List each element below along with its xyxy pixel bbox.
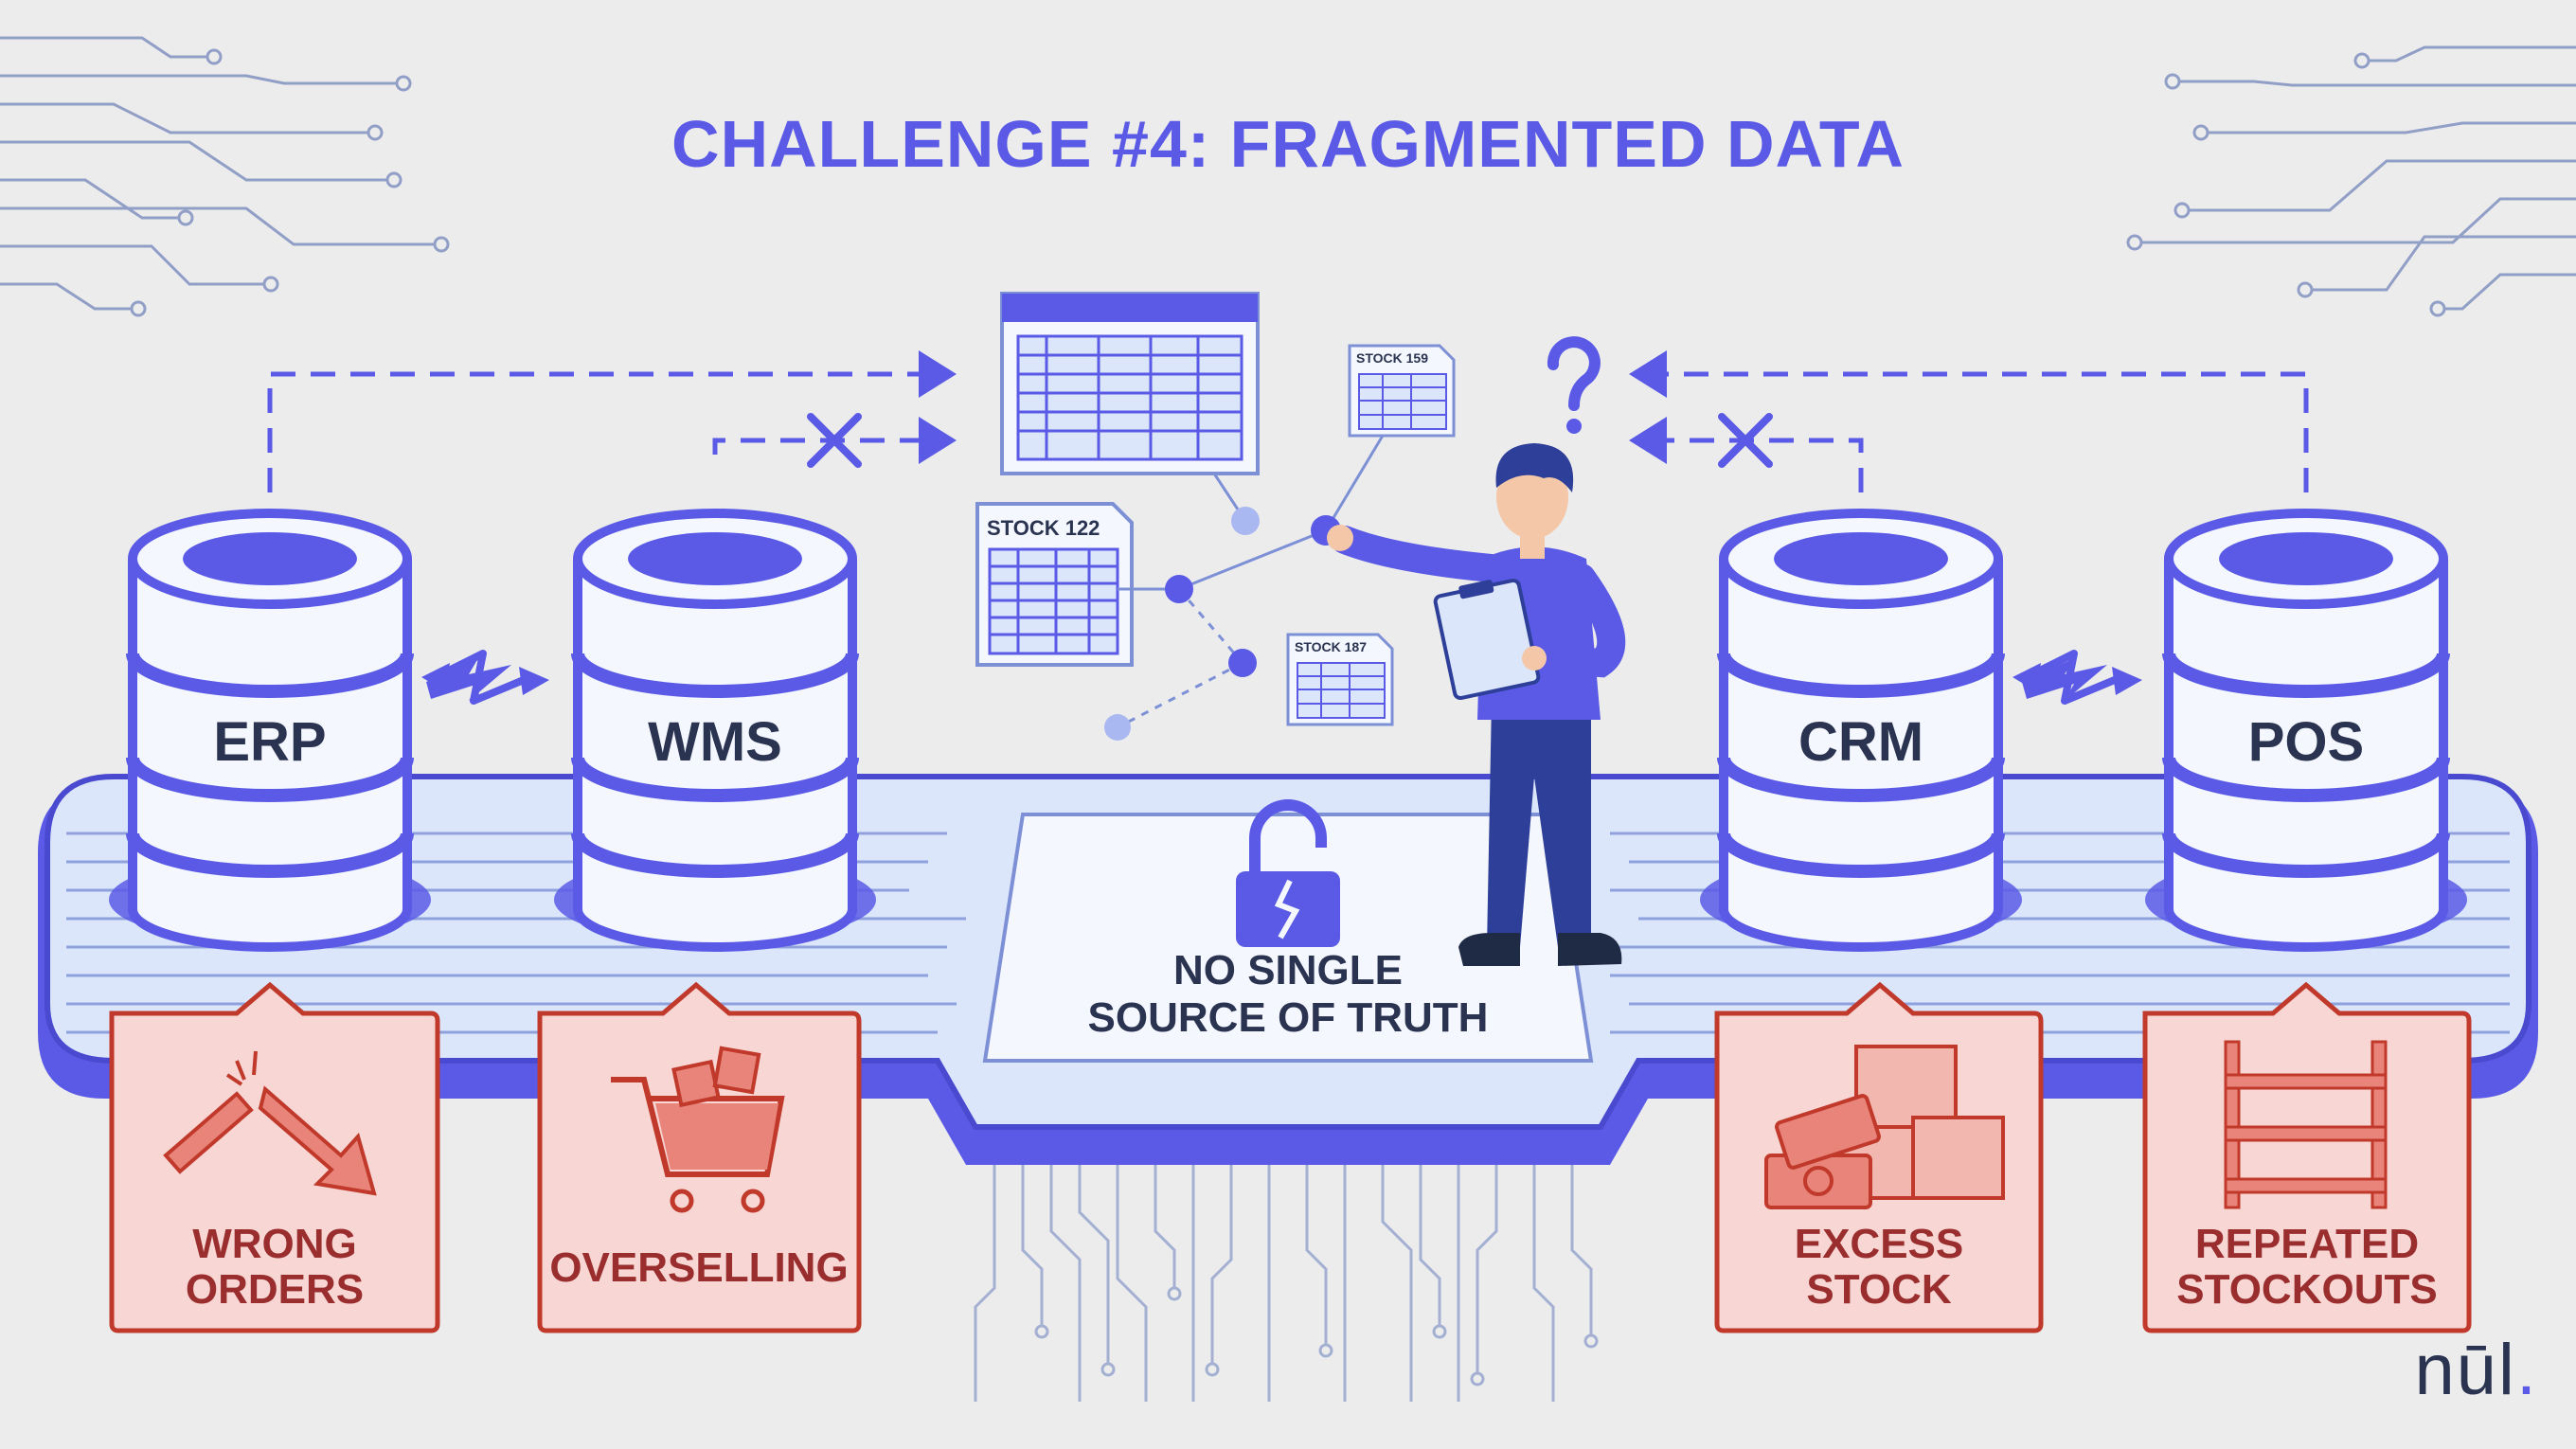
brand-name: nūl <box>2414 1330 2516 1410</box>
lightning-zigzag <box>434 650 2123 705</box>
repeated-stockouts-label: REPEATED STOCKOUTS <box>2146 1222 2468 1313</box>
repeated-stockouts-line-1: REPEATED <box>2194 1221 2420 1267</box>
center-line-1: NO SINGLE <box>1172 947 1404 993</box>
stock-sheet-b-label: STOCK 159 <box>1356 350 1428 366</box>
excess-stock-label: EXCESS STOCK <box>1718 1222 2040 1313</box>
center-line-2: SOURCE OF TRUTH <box>1087 994 1489 1041</box>
stock-sheet-b <box>1348 344 1456 438</box>
broken-link-x-icon <box>807 413 1773 468</box>
broken-lock-icon <box>1236 799 1340 947</box>
lightning-arrow-icon <box>426 658 2107 701</box>
question-mark-icon <box>1547 336 1601 434</box>
database-crm <box>1717 509 2005 952</box>
repeated-stockouts-line-2: STOCKOUTS <box>2176 1266 2438 1313</box>
spreadsheet-icon <box>1000 292 1260 475</box>
overselling-line-1: OVERSELLING <box>549 1244 849 1291</box>
circuit-decoration-bottom <box>974 1155 1599 1402</box>
brand-dot: . <box>2515 1330 2538 1410</box>
person-analyst <box>1327 443 1626 966</box>
overselling-label: OVERSELLING <box>538 1245 860 1291</box>
circuit-decoration-right <box>2126 45 2576 317</box>
database-wms <box>571 509 859 952</box>
wms-label: WMS <box>648 711 782 773</box>
page-title: CHALLENGE #4: FRAGMENTED DATA <box>671 107 1905 181</box>
problem-box-excess-stock <box>1714 981 2044 1333</box>
wrong-orders-line-1: WRONG <box>192 1221 357 1267</box>
database-pos <box>2162 509 2450 952</box>
stock-sheet-a-label: STOCK 122 <box>987 516 1100 540</box>
erp-label: ERP <box>213 711 327 773</box>
connection-lines <box>267 350 2309 492</box>
excess-stock-line-2: STOCK <box>1806 1266 1952 1313</box>
database-erp <box>126 509 414 952</box>
wrong-orders-line-2: ORDERS <box>185 1266 365 1313</box>
problem-box-repeated-stockouts <box>2142 981 2472 1333</box>
circuit-decoration-left <box>0 36 450 317</box>
problem-box-overselling <box>537 981 862 1333</box>
no-single-source-label: NO SINGLE SOURCE OF TRUTH <box>1004 947 1572 1042</box>
stock-sheet-c <box>1286 633 1394 726</box>
excess-stock-line-1: EXCESS <box>1794 1221 1964 1267</box>
lightning-arrowheads <box>421 663 2142 695</box>
brand-logo: nūl. <box>2414 1329 2538 1411</box>
wrong-orders-label: WRONG ORDERS <box>114 1222 436 1313</box>
pos-label: POS <box>2247 711 2365 773</box>
problem-box-wrong-orders <box>109 981 440 1333</box>
stock-sheet-c-label: STOCK 187 <box>1295 639 1367 654</box>
stock-sheet-a <box>975 502 1134 667</box>
crm-label: CRM <box>1798 711 1924 773</box>
